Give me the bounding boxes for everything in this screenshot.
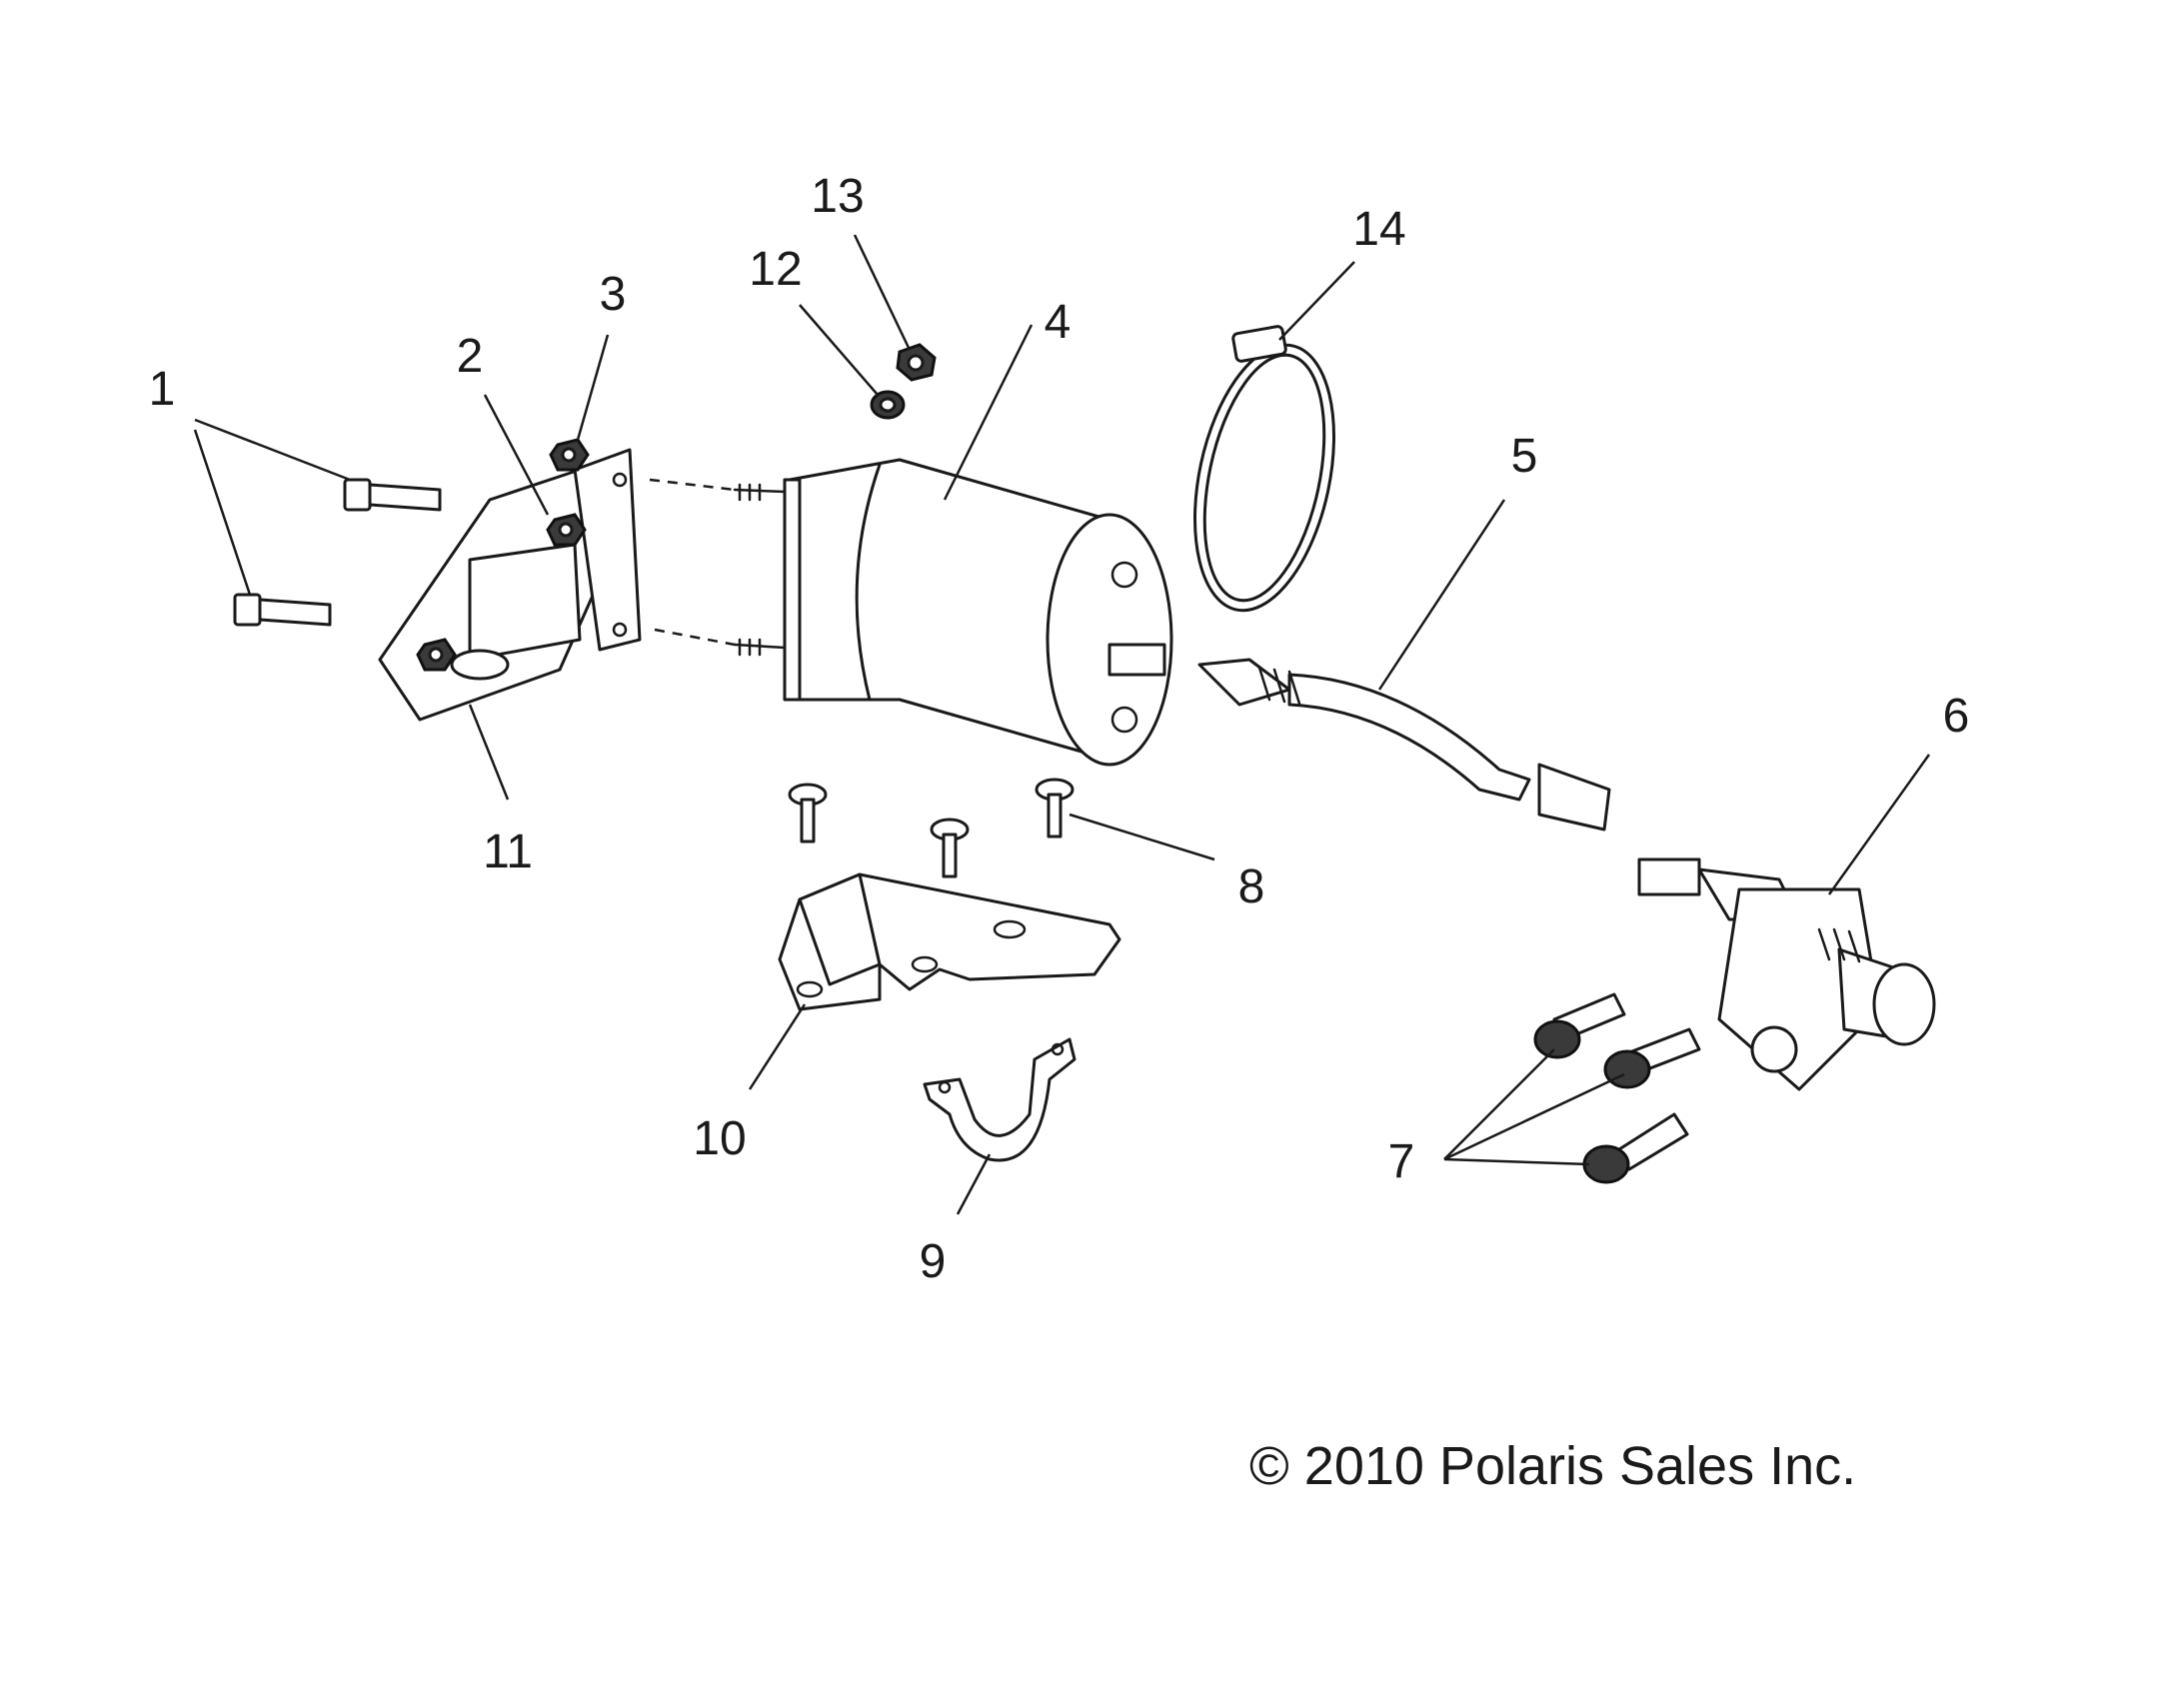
- callout-1: 1: [149, 363, 176, 416]
- hose-clamp: [1193, 325, 1335, 613]
- strap-clamp: [923, 1037, 1077, 1162]
- screw-8-left: [788, 783, 828, 844]
- callout-10: 10: [693, 1112, 746, 1165]
- callout-7: 7: [1388, 1135, 1415, 1188]
- callout-9: 9: [920, 1235, 947, 1288]
- socket-screw-b: [1603, 1027, 1701, 1089]
- nut-bracket-lower: [416, 638, 457, 672]
- assembly-line-upper: [649, 478, 736, 492]
- nut-3: [549, 438, 590, 472]
- nut-2: [546, 513, 587, 547]
- callout-2: 2: [457, 330, 484, 383]
- callout-11: 11: [483, 826, 533, 878]
- callout-3: 3: [600, 268, 627, 321]
- flange-bolt-lower: [233, 593, 332, 627]
- callout-4: 4: [1045, 296, 1072, 349]
- copyright-notice: © 2010 Polaris Sales Inc.: [1249, 1436, 1856, 1496]
- starter-drive: [1637, 857, 1936, 1091]
- lower-bracket: [778, 872, 1121, 1011]
- callout-5: 5: [1511, 430, 1538, 483]
- socket-screw-c: [1582, 1112, 1689, 1184]
- flange-bolt-upper: [343, 478, 442, 512]
- starter-motor: [733, 458, 1173, 767]
- callout-8: 8: [1238, 860, 1265, 913]
- callout-13: 13: [811, 170, 864, 223]
- callout-labels: 1 2 3 4 5 6 7 8 9 10 11 12 13 14: [149, 170, 1970, 1288]
- assembly-line-lower: [654, 628, 736, 647]
- screw-8-right: [1035, 778, 1075, 839]
- drive-cable: [1197, 658, 1611, 832]
- screw-8-mid: [930, 818, 970, 878]
- socket-screw-a: [1533, 992, 1626, 1059]
- callout-6: 6: [1943, 690, 1970, 743]
- callout-12: 12: [749, 243, 802, 296]
- nut-13: [896, 343, 937, 382]
- callout-14: 14: [1352, 203, 1405, 256]
- leader-lines: [193, 234, 1931, 1215]
- washer-12: [870, 390, 906, 420]
